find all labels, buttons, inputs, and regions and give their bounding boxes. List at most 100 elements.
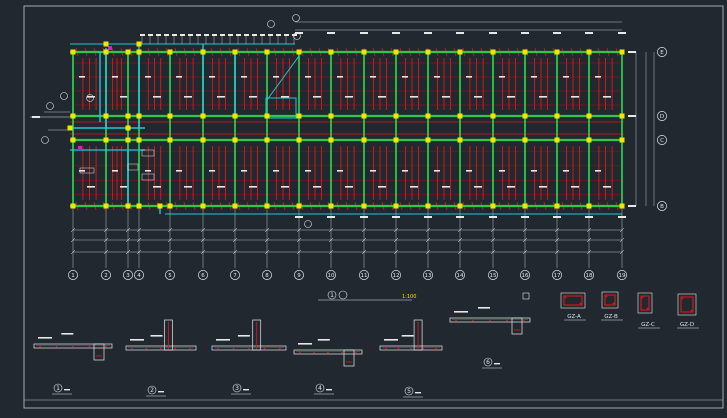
top-tag xyxy=(292,34,297,36)
rebar-dot xyxy=(422,347,425,350)
dimension-tick xyxy=(167,227,173,233)
dimension-tick xyxy=(296,249,302,255)
structural-column xyxy=(361,113,367,119)
side-tag xyxy=(628,51,636,53)
top-tag xyxy=(212,34,217,36)
side-tag xyxy=(628,115,636,117)
section-note xyxy=(401,335,414,337)
dimension-tick xyxy=(490,227,496,233)
structural-column xyxy=(619,203,625,209)
axis-bubble-circle xyxy=(68,270,78,280)
top-tag xyxy=(196,34,201,36)
axis-bubble-label: 8 xyxy=(265,273,269,279)
dimension-tick xyxy=(586,249,592,255)
structural-column xyxy=(136,203,142,209)
dimension-tick xyxy=(200,227,206,233)
row-bubble-circle xyxy=(657,201,667,211)
structural-column xyxy=(264,113,270,119)
rebar-tag xyxy=(273,76,279,78)
rebar-dot xyxy=(299,351,301,354)
structural-column xyxy=(136,113,142,119)
rebar-tag xyxy=(603,186,611,188)
section-label-circle xyxy=(147,385,157,395)
axis-bubble-label: 3 xyxy=(126,273,130,279)
dimension-tick xyxy=(125,227,131,233)
rebar-tag xyxy=(410,186,418,188)
axis-bubble-circle xyxy=(617,270,627,280)
structural-column xyxy=(157,203,163,209)
dimension-tick xyxy=(328,227,334,233)
section-detail-3: 3 xyxy=(211,319,287,395)
axis-bubble-6: 6 xyxy=(198,270,208,280)
section-scale-mark xyxy=(243,389,249,391)
plan-title-number: 1 xyxy=(330,292,334,299)
rebar-tag xyxy=(153,96,161,98)
axis-bubble-label: 1 xyxy=(71,273,75,279)
top-tag xyxy=(553,32,561,34)
top-tag xyxy=(521,32,529,34)
axis-bubble-13: 13 xyxy=(423,270,433,280)
bottom-tag xyxy=(521,216,529,218)
callout-circle xyxy=(304,220,312,228)
dimension-tick xyxy=(490,237,496,243)
axis-bubble-label: 18 xyxy=(586,273,593,279)
dimension-tick xyxy=(264,237,270,243)
section-note xyxy=(61,333,74,335)
section-note xyxy=(38,337,52,339)
structural-column xyxy=(167,49,173,55)
axis-bubble-circle xyxy=(584,270,594,280)
rebar-dot xyxy=(472,319,474,322)
section-slab xyxy=(379,345,443,351)
rebar-dot xyxy=(55,345,58,348)
structural-column xyxy=(586,137,592,143)
axis-bubble-2: 2 xyxy=(101,270,111,280)
axis-bubble-14: 14 xyxy=(455,270,465,280)
section-label: 4 xyxy=(318,385,322,392)
row-bubble-D: D xyxy=(657,111,667,121)
plan-title-circle xyxy=(327,290,337,300)
rebar-dot xyxy=(397,347,400,350)
rebar-tag xyxy=(378,96,386,98)
top-tag xyxy=(172,34,177,36)
section-detail-2: 2 xyxy=(125,319,197,397)
top-tag xyxy=(260,34,265,36)
structural-column xyxy=(125,113,131,119)
structural-column xyxy=(103,203,109,209)
bottom-tag xyxy=(618,216,626,218)
top-tag xyxy=(220,34,225,36)
gz-stirrup xyxy=(680,296,694,313)
structural-column xyxy=(296,49,302,55)
stair-diagonal xyxy=(266,55,300,101)
axis-bubble-label: 2 xyxy=(104,273,108,279)
rebar-tag xyxy=(345,96,353,98)
plan-walls xyxy=(70,43,624,215)
rebar-dot xyxy=(217,347,219,350)
section-label: 6 xyxy=(486,359,490,366)
dimension-tick xyxy=(425,249,431,255)
rebar-tag xyxy=(595,170,601,172)
gz-outline xyxy=(677,293,697,316)
rebar-tag xyxy=(539,96,547,98)
rebar-tag xyxy=(507,186,515,188)
section-label-circle xyxy=(53,383,63,393)
gz-detail-1: GZ-A xyxy=(560,292,586,321)
axis-bubble-label: 13 xyxy=(425,273,432,279)
structural-column xyxy=(586,49,592,55)
dimension-tick xyxy=(103,249,109,255)
stair-landing xyxy=(265,97,297,119)
section-wall xyxy=(413,319,423,351)
bottom-tag xyxy=(424,216,432,218)
gz-bar xyxy=(612,302,615,305)
axis-bubble-label: 14 xyxy=(457,273,464,279)
axis-bubble-circle xyxy=(423,270,433,280)
drawing-frame xyxy=(23,5,724,409)
dimension-tick xyxy=(361,227,367,233)
rebar-dot xyxy=(39,345,41,348)
structural-column xyxy=(490,49,496,55)
axis-bubble-1: 1 xyxy=(68,270,78,280)
rebar-tag xyxy=(112,170,118,172)
detail-box xyxy=(141,173,155,181)
structural-column xyxy=(103,41,109,47)
dimension-tick xyxy=(103,227,109,233)
structural-column xyxy=(296,137,302,143)
